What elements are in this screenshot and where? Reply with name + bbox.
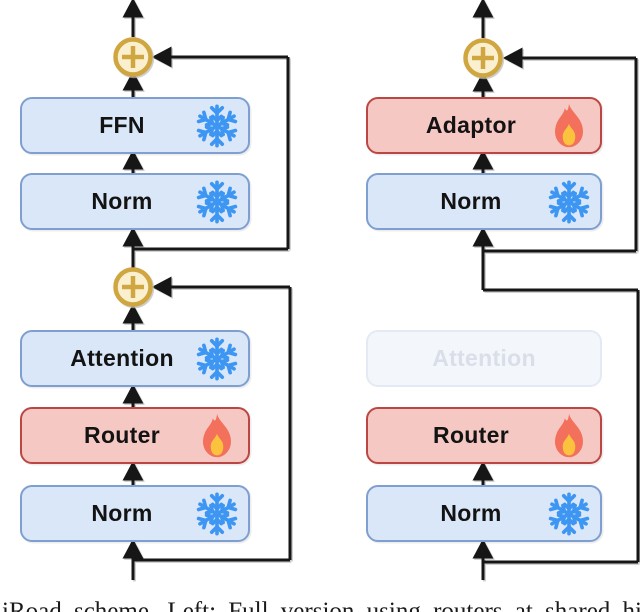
snowflake-icon [546, 179, 592, 225]
block-label: Norm [91, 500, 153, 526]
block-label: Attention [70, 345, 174, 371]
snowflake-icon [194, 179, 240, 225]
right-input-arrow [472, 538, 494, 580]
right-output-arrow [472, 0, 494, 38]
block-label: Router [433, 422, 509, 448]
left-norm-to-router-arrow [122, 460, 144, 485]
snowflake-icon [194, 103, 240, 149]
circled-plus-icon [113, 267, 153, 307]
block-ffn: FFN [20, 97, 250, 154]
block-label: Norm [440, 500, 502, 526]
fire-icon [194, 413, 240, 459]
block-label: Router [84, 422, 160, 448]
block-norm-lower-right: Norm [366, 485, 602, 542]
right-upper-residual-wire [483, 47, 638, 253]
figure-caption: iRoad scheme. Left: Full version using r… [2, 598, 640, 612]
fire-icon [546, 413, 592, 459]
block-label: FFN [99, 112, 145, 138]
right-norm-to-router-arrow [472, 460, 494, 485]
wire-group [122, 0, 640, 580]
block-attention-skipped: Attention [366, 330, 602, 387]
left-ffn-to-sum-arrow [122, 70, 144, 97]
right-norm-to-adaptor-arrow [472, 149, 494, 173]
block-router-left: Router [20, 407, 250, 464]
left-router-to-attention-arrow [122, 383, 144, 407]
snowflake-icon [194, 336, 240, 382]
snowflake-icon [194, 491, 240, 537]
right-adaptor-to-sum-arrow [472, 71, 494, 97]
block-norm-upper-right: Norm [366, 173, 602, 230]
block-label: Adaptor [425, 112, 517, 138]
snowflake-icon [546, 491, 592, 537]
sum-node-group [113, 37, 503, 307]
left-upper-residual-wire [133, 46, 290, 251]
circled-plus-icon [113, 37, 153, 77]
block-norm-upper-left: Norm [20, 173, 250, 230]
right-skip-to-norm-arrow [472, 226, 494, 290]
block-norm-lower-left: Norm [20, 485, 250, 542]
left-lower-residual-wire [133, 276, 292, 562]
block-label: Norm [440, 188, 502, 214]
left-output-arrow [122, 0, 144, 37]
fire-icon [546, 103, 592, 149]
block-adaptor: Adaptor [366, 97, 602, 154]
circled-plus-icon [463, 38, 503, 78]
block-label: Attention [432, 345, 536, 371]
block-router-right: Router [366, 407, 602, 464]
left-attention-to-sum2-arrow [122, 303, 144, 330]
left-norm-to-ffn-arrow [122, 149, 144, 173]
block-label: Norm [91, 188, 153, 214]
block-attention-left: Attention [20, 330, 250, 387]
right-skip-attention-wire [483, 288, 640, 564]
